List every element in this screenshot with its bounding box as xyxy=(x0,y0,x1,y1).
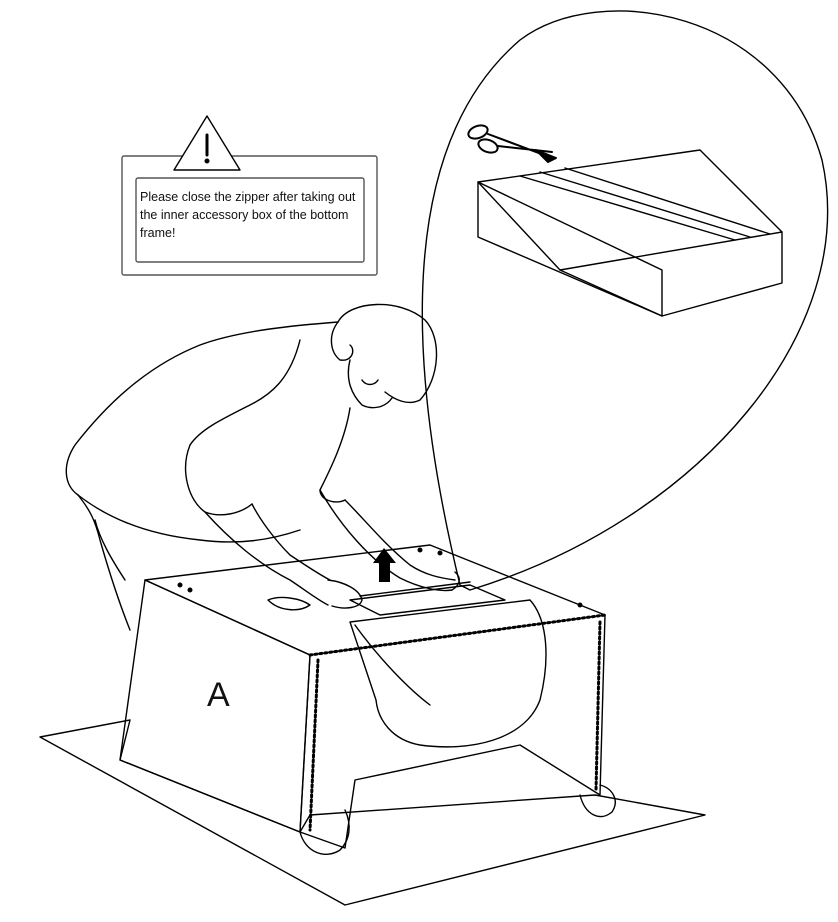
warning-message: Please close the zipper after taking out… xyxy=(140,190,356,240)
packaging-box xyxy=(477,149,783,317)
scissors-icon xyxy=(467,124,557,163)
floor-sheet xyxy=(39,719,706,906)
warning-panel xyxy=(121,115,378,276)
bed-base-frame xyxy=(119,544,616,855)
part-label-a: A xyxy=(207,676,230,714)
person xyxy=(65,303,460,631)
detail-bubble xyxy=(421,10,829,591)
up-arrow-icon xyxy=(373,548,396,582)
